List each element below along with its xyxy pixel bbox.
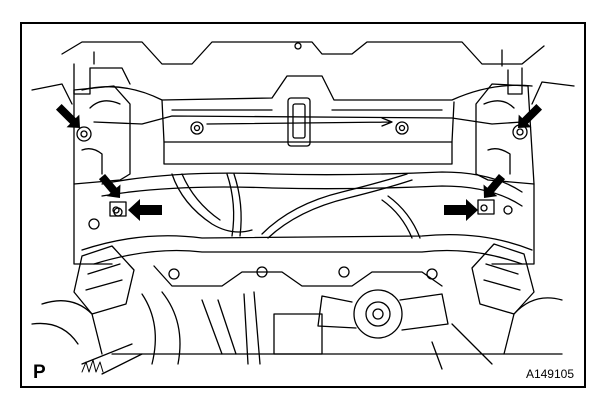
arrow-left-lower — [128, 199, 162, 221]
arrow-upper-right — [518, 103, 543, 128]
left-mount-bracket — [73, 85, 131, 265]
upper-body-structure — [31, 41, 575, 105]
figure-code: A149105 — [525, 367, 574, 381]
arrow-upper-left — [55, 103, 80, 128]
starter-assembly — [317, 289, 449, 339]
callout-arrows — [55, 103, 543, 221]
right-mount-bracket — [475, 83, 535, 265]
left-engine-mount — [31, 245, 135, 355]
arrow-left-upper — [98, 173, 121, 198]
lower-engine-parts — [81, 291, 563, 375]
right-engine-mount — [471, 243, 563, 355]
crossmember — [81, 42, 533, 165]
lower-subframe — [81, 234, 533, 287]
corner-letter: P — [33, 362, 46, 383]
arrow-right-upper — [483, 173, 506, 198]
arrow-right-lower — [444, 199, 478, 221]
engine-crossmember-drawing — [31, 41, 575, 375]
wire-harness — [101, 171, 523, 239]
illustration-frame: P A149105 — [20, 22, 586, 388]
